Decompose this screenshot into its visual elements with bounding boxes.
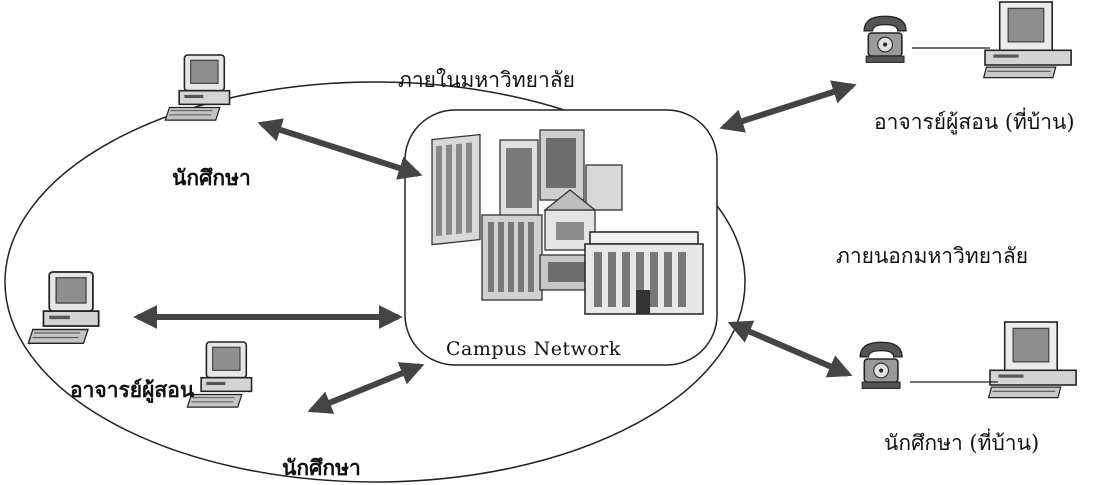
computer-icon (987, 321, 1077, 399)
telephone-icon (859, 341, 903, 390)
double-arrow-icon (307, 362, 425, 414)
telephone-icon (863, 15, 907, 64)
double-arrow-icon (257, 118, 423, 180)
inside-university-label: ภายในมหาวิทยาลัย (398, 68, 575, 92)
campus-buildings-icon (431, 129, 704, 315)
computer-icon (982, 1, 1072, 79)
outside-university-label: ภายนอกมหาวิทยาลัย (836, 244, 1029, 268)
computer-icon (186, 341, 253, 408)
student-bottom-label: นักศึกษา (282, 455, 361, 480)
computer-icon (164, 54, 231, 121)
computer-icon (27, 271, 100, 345)
student-home-label: นักศึกษา (ที่บ้าน) (884, 431, 1040, 455)
university-boundary-ellipse (4, 81, 746, 483)
student-top-label: นักศึกษา (172, 165, 251, 190)
teacher-label: อาจารย์ผู้สอน (70, 377, 195, 402)
double-arrow-icon (719, 80, 857, 133)
campus-network-label: Campus Network (446, 338, 621, 360)
double-arrow-icon (727, 320, 853, 378)
teacher-home-label: อาจารย์ผู้สอน (ที่บ้าน) (874, 110, 1075, 134)
